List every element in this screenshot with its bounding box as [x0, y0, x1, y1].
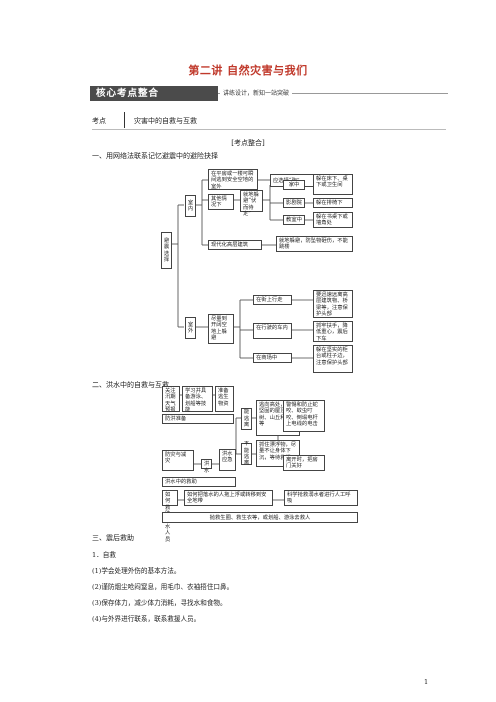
- d1-cinema-result: 躲在排椅下: [313, 198, 353, 208]
- section-heading-2: 二、洪水中的自救与互救: [92, 381, 169, 389]
- section-banner: 核心考点整合: [90, 86, 218, 101]
- d1-car-result: 抓牢扶手，降低重心，震后下车: [313, 321, 353, 342]
- d1-near: 就地躲避“伏而待定”: [240, 190, 263, 217]
- d1-mall: 在商场中: [253, 353, 292, 363]
- d2-bottom: 抛救生圈、救生衣等，或划船、游泳去救人: [162, 512, 358, 523]
- text-line-5: (4)与外界进行联系，联系救援人员。: [92, 615, 201, 623]
- d1-classroom-result: 躲在书桌下或墙角处: [313, 212, 353, 228]
- section-heading-3: 三、震后救助: [92, 534, 134, 542]
- d2-c1: 关注汛期天气预报: [162, 386, 180, 413]
- d1-top: 在平房或一楼可瞬间逃到安全空地的室外: [208, 169, 258, 190]
- d1-outdoor-mid: 尽量到开阔空地上躲避: [208, 314, 234, 344]
- banner-divider: [218, 93, 448, 94]
- d2-rescue: 洪水中的救助: [162, 477, 236, 487]
- d2-response: 洪水应急: [219, 449, 236, 471]
- banner-subtitle: 讲练设计，新知一站突破: [220, 88, 293, 97]
- d2-c3: 准备逃生物资: [215, 386, 234, 412]
- d1-home-result: 躲在床下、桌下或卫生间: [313, 174, 353, 195]
- text-line-2: (1)学会处理外伤的基本方法。: [92, 567, 181, 575]
- d2-c2: 学习并具备游泳、划船等技能: [182, 386, 213, 413]
- section-heading-1: 一、用网络法联系记忆避震中的避险抉择: [92, 152, 218, 160]
- d1-outdoor: 室外: [185, 317, 196, 339]
- kaodian-underline: [92, 129, 446, 130]
- d1-modern: 现代化高层建筑: [208, 240, 262, 250]
- kaodian-label: 考点: [92, 117, 106, 125]
- d1-root: 避震选择: [161, 232, 172, 269]
- d1-car: 在行驶的车内: [253, 323, 292, 339]
- section-note: [考点整合]: [231, 139, 265, 147]
- d1-street: 在街上行走: [253, 295, 292, 305]
- text-line-3: (2)谨防烟尘呛闷窒息，用毛巾、衣袖捂住口鼻。: [92, 583, 234, 591]
- d1-other: 其他情况下: [208, 194, 234, 210]
- d2-noescape-result: 抓住漂浮物，尽量不让身体下沉，等待救援: [256, 440, 300, 467]
- d1-street-result: 要迅速远离高层建筑物、桥梁等，注意保护头部: [313, 290, 353, 318]
- d1-cinema: 影剧院: [283, 198, 305, 208]
- d2-b3: 科学抢救溺水者进行人工呼吸: [284, 490, 358, 506]
- d2-leave-note: 离开时，把房门关好: [283, 455, 325, 471]
- d2-noescape: 不能逃离: [241, 441, 252, 466]
- kaodian-separator: [124, 112, 125, 128]
- d2-b2: 如何把落水的人拖上浮或转移到安全地带: [184, 490, 273, 506]
- d1-classroom: 教室中: [283, 215, 305, 225]
- page-number: 1: [424, 678, 429, 686]
- text-line-1: 1．自救: [92, 551, 116, 559]
- text-line-4: (3)保存体力，减少体力消耗，寻找水和食物。: [92, 599, 227, 607]
- d2-flood: 洪水: [201, 459, 212, 474]
- d1-home: 家中: [283, 180, 305, 190]
- d2-escape: 能逃离: [241, 408, 252, 430]
- d1-modern-result: 就地躲避，防坠物砸伤，不能跳楼: [276, 236, 353, 252]
- d1-mall-result: 躲在坚实的柜台或柱子边，注意保护头部: [313, 345, 353, 373]
- d2-prep: 防洪准备: [162, 414, 234, 424]
- d2-electric-warning: 警惕和防止蛇咬、蚊虫叮咬、倒塌电杆上电线的电击: [283, 400, 325, 432]
- d2-relief: 防灾与减灾: [162, 450, 194, 471]
- d1-indoor: 室内: [185, 195, 196, 217]
- kaodian-topic: 灾害中的自救与互救: [134, 117, 197, 125]
- d2-b1: 如何救助溺水人员: [162, 490, 178, 543]
- page-title: 第二讲 自然灾害与我们: [188, 64, 308, 77]
